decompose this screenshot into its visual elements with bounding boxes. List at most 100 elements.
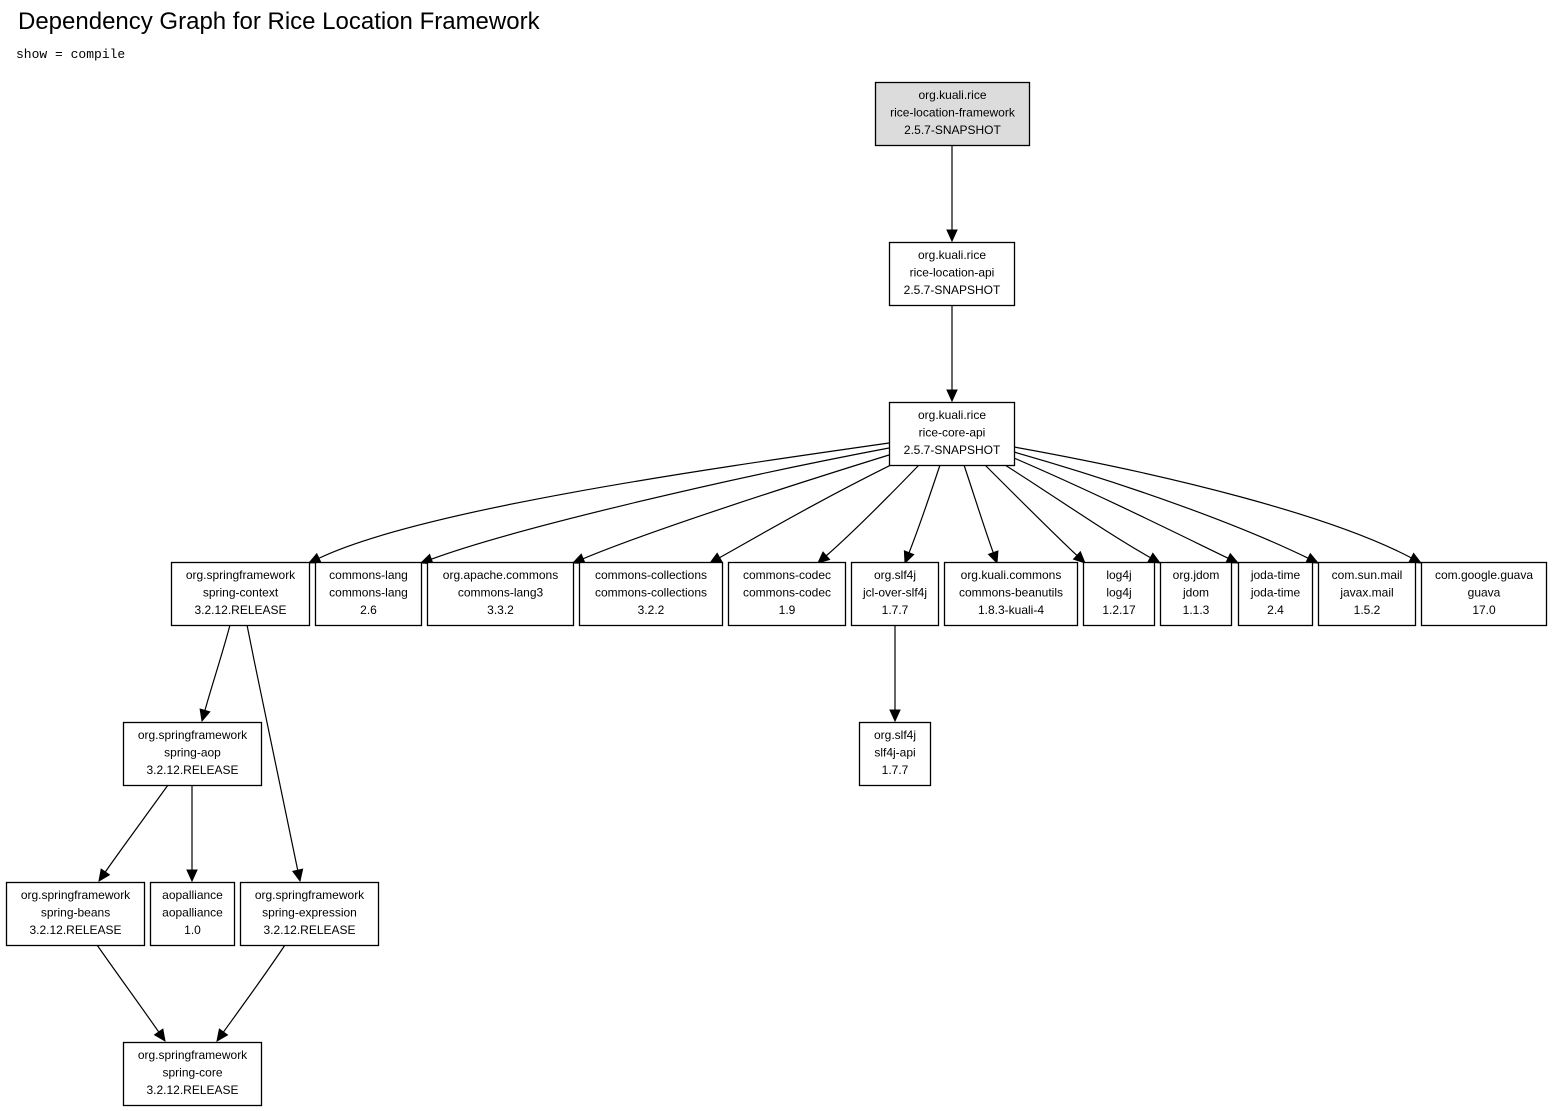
node-artifact: spring-core xyxy=(162,1066,222,1080)
node-artifact: commons-lang xyxy=(329,586,408,600)
node-spring-context[interactable]: org.springframeworkspring-context3.2.12.… xyxy=(170,561,311,627)
node-group: com.google.guava xyxy=(1435,568,1533,582)
node-artifact: commons-codec xyxy=(743,586,831,600)
edge-line xyxy=(204,624,231,711)
node-box xyxy=(239,881,380,947)
node-box xyxy=(314,561,423,627)
node-version: 3.3.2 xyxy=(487,603,514,617)
edge-jcl-over-slf4j-to-slf4j-api xyxy=(889,625,901,723)
edge-line xyxy=(222,944,286,1033)
arrowhead-icon xyxy=(216,1028,229,1042)
arrowhead-icon xyxy=(291,868,304,883)
node-group: aopalliance xyxy=(162,888,223,902)
node-box xyxy=(888,401,1016,467)
node-version: 1.8.3-kuali-4 xyxy=(978,603,1044,617)
edge-spring-expression-to-spring-core xyxy=(216,944,286,1042)
node-commons-collections[interactable]: commons-collections commons-collections 3.… xyxy=(578,561,724,627)
node-box xyxy=(170,561,311,627)
node-rice-location-framework[interactable]: org.kuali.ricerice-location-framework2.5… xyxy=(874,81,1031,147)
edge-rice-core-api-to-joda-time xyxy=(1013,457,1240,564)
edge-line xyxy=(1013,457,1229,559)
node-box xyxy=(858,721,932,787)
node-version: 2.6 xyxy=(360,603,377,617)
node-box xyxy=(1159,561,1233,627)
node-box xyxy=(578,561,724,627)
edge-line xyxy=(963,464,994,553)
edge-line xyxy=(431,447,890,560)
edge-line xyxy=(1013,446,1412,559)
arrowhead-icon xyxy=(153,1028,166,1042)
edge-spring-context-to-spring-expression xyxy=(246,624,304,883)
edge-spring-beans-to-spring-core xyxy=(96,944,166,1042)
node-group: org.springframework xyxy=(138,728,248,742)
arrowhead-icon xyxy=(307,552,322,564)
node-spring-core[interactable]: org.springframeworkspring-core3.2.12.REL… xyxy=(122,1041,263,1107)
node-artifact: spring-aop xyxy=(164,746,221,760)
node-artifact: log4j xyxy=(1106,586,1131,600)
edge-rice-core-api-to-commons-codec xyxy=(817,464,920,564)
edge-rice-core-api-to-javax-mail xyxy=(1013,451,1320,564)
node-group: org.kuali.rice xyxy=(918,248,986,262)
node-artifact: spring-expression xyxy=(262,906,357,920)
node-artifact: spring-context xyxy=(203,586,279,600)
node-artifact: slf4j-api xyxy=(874,746,915,760)
edge-rice-core-api-to-commons-beanutils xyxy=(963,464,999,565)
node-artifact: rice-location-api xyxy=(910,266,995,280)
arrowhead-icon xyxy=(1305,552,1320,564)
node-box xyxy=(1317,561,1417,627)
edge-rice-location-framework-to-rice-location-api xyxy=(946,144,958,243)
node-spring-aop[interactable]: org.springframework spring-aop 3.2.12.RELE… xyxy=(122,721,263,787)
node-version: 2.5.7-SNAPSHOT xyxy=(904,123,1001,137)
node-artifact: commons-beanutils xyxy=(959,586,1063,600)
node-box xyxy=(727,561,847,627)
node-version: 2.4 xyxy=(1267,603,1284,617)
arrowhead-icon xyxy=(708,552,723,564)
node-artifact: jcl-over-slf4j xyxy=(862,586,927,600)
node-version: 1.7.7 xyxy=(882,603,909,617)
node-artifact: rice-location-framework xyxy=(890,106,1016,120)
node-artifact: spring-beans xyxy=(41,906,110,920)
node-artifact: joda-time xyxy=(1250,586,1301,600)
node-version: 1.0 xyxy=(184,923,201,937)
node-group: commons-collections xyxy=(595,568,707,582)
node-version: 3.2.2 xyxy=(638,603,665,617)
node-group: org.apache.commons xyxy=(443,568,558,582)
edge-rice-core-api-to-log4j xyxy=(984,464,1086,564)
node-artifact: commons-collections xyxy=(595,586,707,600)
node-version: 1.7.7 xyxy=(882,763,909,777)
node-box xyxy=(1082,561,1156,627)
node-spring-beans[interactable]: org.springframeworkspring-beans3.2.12.RE… xyxy=(5,881,146,947)
nodes-layer: org.kuali.rice rice-location-framework 2.5… xyxy=(5,81,1548,1107)
node-aopalliance[interactable]: aopalliance aopalliance 1.0 xyxy=(149,881,236,947)
edge-rice-core-api-to-commons-collections xyxy=(708,462,896,564)
node-commons-beanutils[interactable]: org.kuali.commonscommons-beanutils1.8.3-… xyxy=(943,561,1079,627)
edge-rice-location-api-to-rice-core-api xyxy=(946,304,958,403)
node-box xyxy=(1237,561,1314,627)
node-version: 3.2.12.RELEASE xyxy=(146,763,238,777)
node-rice-location-api[interactable]: org.kuali.ricerice-location-api2.5.7-SNA… xyxy=(888,241,1016,307)
edge-rice-core-api-to-jcl-over-slf4j xyxy=(903,464,941,565)
arrowhead-icon xyxy=(98,868,111,882)
node-rice-core-api[interactable]: org.kuali.ricerice-core-api2.5.7-SNAPSHO… xyxy=(888,401,1016,467)
arrowhead-icon xyxy=(1147,552,1162,564)
edge-spring-aop-to-aopalliance xyxy=(186,784,198,883)
node-version: 1.9 xyxy=(779,603,796,617)
node-group: com.sun.mail xyxy=(1332,568,1403,582)
node-spring-expression[interactable]: org.springframeworkspring-expression3.2.… xyxy=(239,881,380,947)
edge-rice-core-api-to-guava xyxy=(1013,446,1423,564)
arrowhead-icon xyxy=(946,389,958,403)
node-artifact: aopalliance xyxy=(162,906,223,920)
node-version: 17.0 xyxy=(1472,603,1496,617)
node-box xyxy=(850,561,940,627)
